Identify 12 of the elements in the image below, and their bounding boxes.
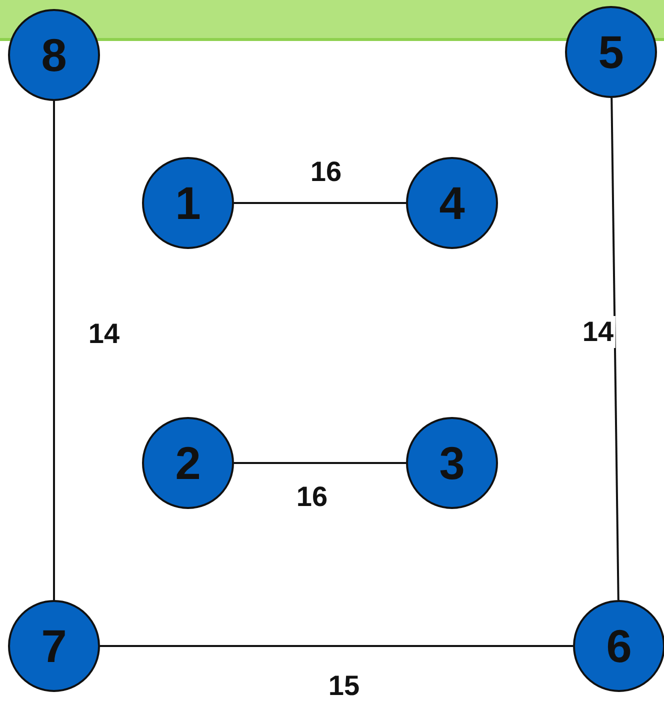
graph-node: 6 (573, 600, 664, 692)
edge-line (234, 462, 406, 464)
graph-node: 4 (406, 157, 498, 249)
graph-node: 2 (142, 417, 234, 509)
edge-line (53, 101, 55, 600)
edge-line (610, 98, 620, 600)
graph-node: 8 (8, 9, 100, 101)
edge-line (234, 202, 406, 204)
edge-line (100, 645, 573, 647)
graph-node: 3 (406, 417, 498, 509)
graph-node: 7 (8, 600, 100, 692)
graph-node: 1 (142, 157, 234, 249)
